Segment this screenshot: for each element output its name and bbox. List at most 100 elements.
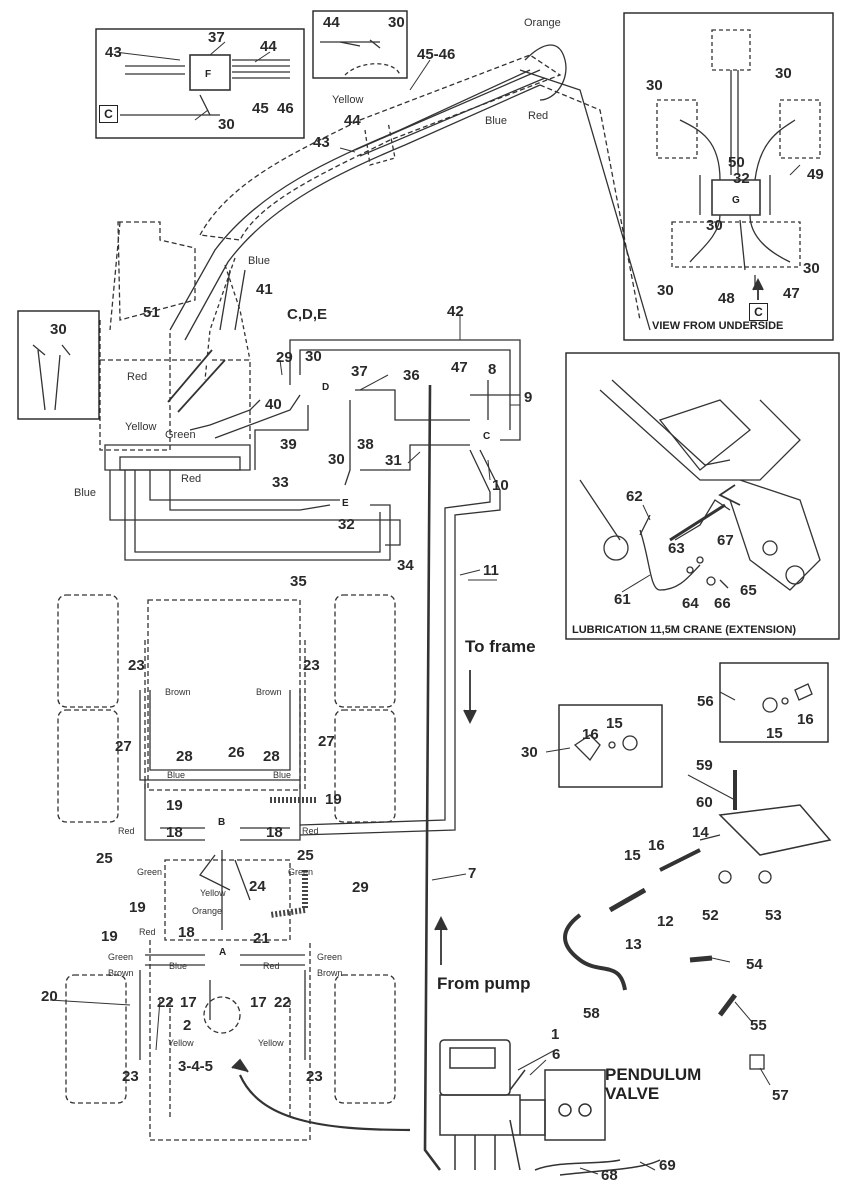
pendulum-valve-label-line2: VALVE	[605, 1084, 660, 1103]
part-label-20: 20	[41, 988, 58, 1005]
pump-unit	[439, 1039, 661, 1176]
part-label-16: 16	[648, 837, 665, 854]
color-label-blue-28-left: Blue	[167, 770, 186, 780]
crane-base-frame	[99, 221, 251, 451]
distributor-block-f: F	[205, 69, 212, 80]
part-label-62: 62	[626, 488, 643, 505]
color-label-red-18-right: Red	[302, 826, 319, 836]
part-label-9: 9	[524, 389, 533, 406]
part-label-11: 11	[483, 562, 499, 579]
part-label-48: 48	[718, 290, 735, 307]
hose-detail-box-left	[17, 310, 100, 420]
part-label-60: 60	[696, 794, 713, 811]
part-label-26: 26	[228, 744, 245, 761]
color-label-red-19: Red	[139, 927, 156, 937]
lubrication-detail-panel	[565, 352, 840, 640]
color-label-green-19-left: Green	[108, 952, 134, 962]
part-label-30-under-bl: 30	[657, 282, 674, 299]
part-label-29-bottom: 29	[352, 879, 369, 896]
part-label-37-topbox: 37	[208, 29, 225, 46]
color-label-red-18-bottom: Red	[263, 961, 280, 971]
part-label-38: 38	[357, 436, 374, 453]
connector-c-mark-left: C	[99, 105, 118, 123]
part-label-34: 34	[397, 557, 414, 574]
part-label-cde: C,D,E	[287, 306, 328, 323]
color-label-green-25-right: Green	[288, 867, 314, 877]
part-label-59: 59	[696, 757, 713, 774]
color-label-yellow-boom: Yellow	[332, 94, 364, 106]
part-label-15-box56: 15	[766, 725, 783, 742]
part-label-54: 54	[746, 956, 763, 973]
view-from-underside-panel	[623, 12, 834, 341]
pump-route-arrow	[238, 1074, 411, 1132]
color-label-brown-right-bottom: Brown	[317, 968, 343, 978]
part-label-66: 66	[714, 595, 731, 612]
part-label-30-d: 30	[305, 348, 322, 365]
color-label-green-25-left: Green	[137, 867, 163, 877]
part-label-40: 40	[265, 396, 282, 413]
part-label-19-top-left: 19	[166, 797, 183, 814]
part-label-18-right: 18	[266, 824, 283, 841]
part-label-30-under-mid: 30	[706, 217, 723, 234]
part-label-32-under: 32	[733, 170, 750, 187]
part-label-14: 14	[692, 824, 709, 841]
part-label-36: 36	[403, 367, 420, 384]
part-label-22-left: 22	[157, 994, 174, 1011]
part-label-19-bottom-b: 19	[101, 928, 118, 945]
color-label-brown-19-left: Brown	[108, 968, 134, 978]
part-label-57: 57	[772, 1087, 789, 1104]
part-label-44-midbox: 44	[323, 14, 340, 31]
part-label-27-left: 27	[115, 738, 132, 755]
color-label-blue-28-right: Blue	[273, 770, 292, 780]
part-label-53: 53	[765, 907, 782, 924]
color-label-brown-right: Brown	[256, 687, 282, 697]
connector-c-mark-underside: C	[749, 303, 768, 321]
part-label-12: 12	[657, 913, 674, 930]
part-label-33: 33	[272, 474, 289, 491]
part-label-65: 65	[740, 582, 757, 599]
part-label-18-bottom: 18	[178, 924, 195, 941]
part-label-44-topbox: 44	[260, 38, 277, 55]
part-label-23-tr: 23	[303, 657, 320, 674]
distributor-block-e: E	[342, 498, 349, 509]
crane-boom	[169, 44, 651, 381]
part-label-30-topbox: 30	[218, 116, 235, 133]
color-label-red-18-left: Red	[118, 826, 135, 836]
part-label-18-left: 18	[166, 824, 183, 841]
part-label-17-left: 17	[180, 994, 197, 1011]
part-label-30-leftbox: 30	[50, 321, 67, 338]
color-label-orange-top: Orange	[524, 17, 561, 29]
color-label-blue-boom: Blue	[485, 115, 508, 127]
part-label-50: 50	[728, 154, 745, 171]
part-label-55: 55	[750, 1017, 767, 1034]
part-label-24: 24	[249, 878, 266, 895]
fittings-exploded-view	[558, 662, 832, 1070]
part-label-67: 67	[717, 532, 734, 549]
part-label-30-under-tr: 30	[775, 65, 792, 82]
part-label-25-left: 25	[96, 850, 113, 867]
color-label-yellow-24: Yellow	[200, 888, 226, 898]
part-label-10: 10	[492, 477, 509, 494]
part-label-46-topbox: 46	[277, 100, 294, 117]
lubrication-caption: LUBRICATION 11,5M CRANE (EXTENSION)	[572, 624, 797, 636]
color-label-yellow-left: Yellow	[125, 421, 157, 433]
leader-lines	[49, 41, 801, 1175]
part-label-52: 52	[702, 907, 719, 924]
part-label-22-right: 22	[274, 994, 291, 1011]
chassis-hoses	[139, 690, 316, 1060]
part-label-13: 13	[625, 936, 642, 953]
hose-detail-box-top-left	[95, 28, 305, 139]
color-label-red-left: Red	[127, 371, 148, 383]
pendulum-valve-label-line1: PENDULUM	[605, 1065, 702, 1084]
part-label-51: 51	[143, 304, 160, 321]
part-label-58: 58	[583, 1005, 600, 1022]
from-pump-label: From pump	[437, 974, 531, 993]
direction-arrows	[167, 277, 764, 1073]
part-label-15: 15	[624, 847, 641, 864]
distributor-block-g: G	[732, 195, 740, 206]
part-label-44-boom: 44	[344, 112, 361, 129]
part-label-47: 47	[451, 359, 468, 376]
part-label-56: 56	[697, 693, 714, 710]
part-label-42: 42	[447, 303, 464, 320]
